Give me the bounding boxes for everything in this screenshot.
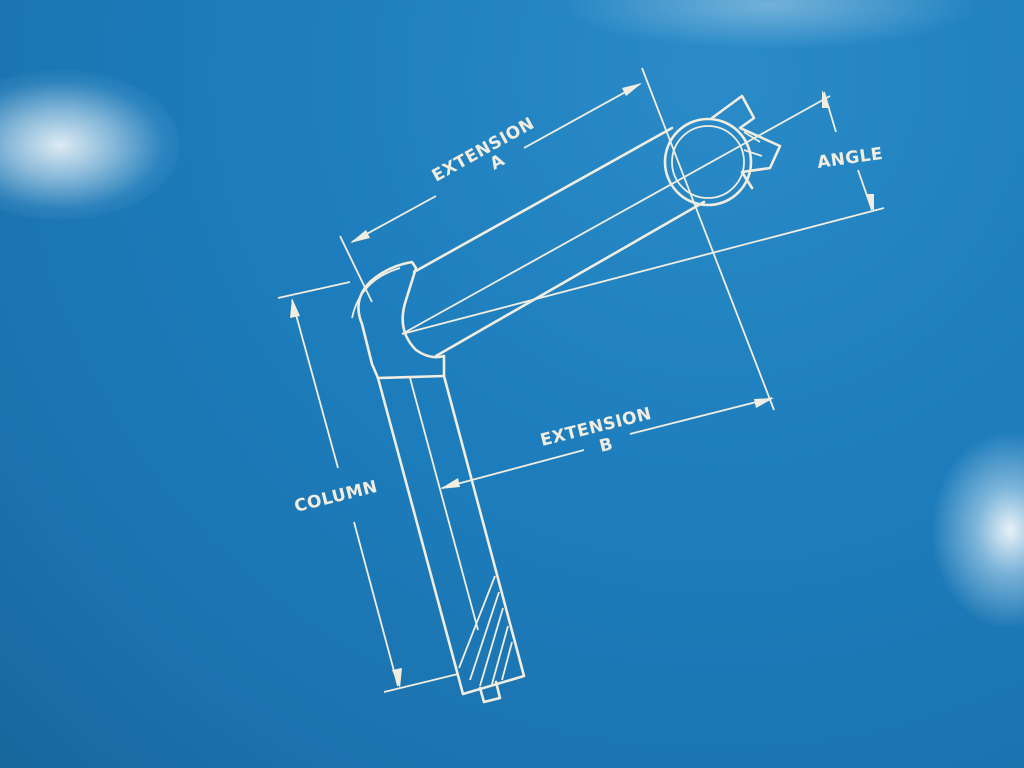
head-collar xyxy=(357,260,446,380)
head-curve xyxy=(351,267,401,319)
extension-b-label-2: B xyxy=(597,434,615,457)
angle-dimension: ANGLE xyxy=(816,90,884,212)
angle-dim-upper xyxy=(823,91,837,133)
column-outline xyxy=(376,374,526,696)
extension-b-dimension: EXTENSION B xyxy=(440,397,774,489)
column-centerline xyxy=(409,377,479,631)
extension-b-arrow-right xyxy=(754,398,774,408)
clamp-ears xyxy=(710,94,782,190)
column-label: COLUMN xyxy=(292,477,379,517)
column-arrow-up xyxy=(290,298,300,318)
extension-a-arrow-left xyxy=(350,230,370,243)
clamp-slot xyxy=(743,131,763,157)
column-ext-top xyxy=(277,281,351,299)
column-dim-lower xyxy=(353,521,399,687)
extension-axis-line xyxy=(401,95,831,335)
extension-arm-lower xyxy=(434,200,706,358)
column-wedge-hatch xyxy=(458,575,513,687)
column-dim-upper xyxy=(291,299,339,469)
angle-arrow-up xyxy=(822,90,830,108)
column-arrow-down xyxy=(392,668,402,688)
angle-reference-line xyxy=(401,207,885,335)
extension-b-arrow-left xyxy=(440,478,460,489)
extension-b-label-1: EXTENSION xyxy=(538,404,653,451)
clamp-ring-outer xyxy=(663,117,753,207)
extension-a-arrow-right xyxy=(622,83,642,96)
extension-a-label-1: EXTENSION xyxy=(429,114,538,187)
stem-drawing xyxy=(351,94,885,704)
angle-label: ANGLE xyxy=(816,144,884,173)
extension-a-ext-right xyxy=(641,67,775,411)
extension-arm-upper xyxy=(412,126,674,274)
extension-b-dim-left xyxy=(441,449,585,489)
column-ext-bottom xyxy=(383,673,459,693)
column-bottom-step xyxy=(478,680,502,704)
extension-a-ext-left xyxy=(339,235,373,303)
extension-a-dim-right xyxy=(523,83,641,149)
extension-b-dim-right xyxy=(629,397,773,435)
clamp-ring-inner xyxy=(671,125,745,199)
angle-dim-lower xyxy=(857,169,873,211)
angle-arrow-down xyxy=(866,194,874,212)
